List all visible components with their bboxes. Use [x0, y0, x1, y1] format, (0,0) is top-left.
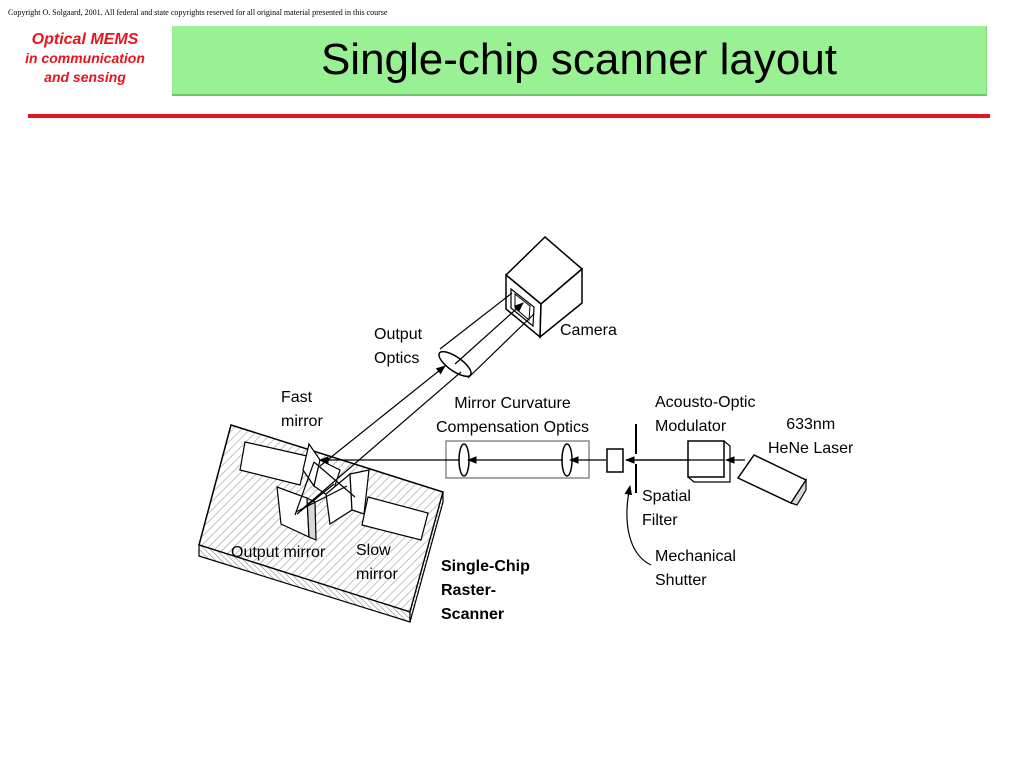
- label-acousto-optic: Acousto-Optic Modulator: [655, 394, 756, 435]
- course-title-line-3: and sensing: [44, 69, 126, 85]
- label-mechanical-shutter: Mechanical Shutter: [655, 548, 736, 589]
- label-fast-mirror: Fast mirror: [281, 389, 323, 430]
- label-laser: 633nm HeNe Laser: [768, 416, 854, 457]
- title-banner: Single-chip scanner layout: [172, 26, 987, 96]
- shutter-pointer-arrow: [624, 485, 652, 566]
- chip-cutout-left: [239, 441, 308, 486]
- chip-cutout-right: [361, 496, 429, 541]
- label-output-optics: Output Optics: [374, 326, 423, 367]
- label-output-mirror: Output mirror: [231, 544, 326, 561]
- label-mirror-curvature: Mirror Curvature Compensation Optics: [436, 395, 589, 436]
- label-single-chip-scanner: Single-Chip Raster- Scanner: [441, 558, 530, 623]
- hene-laser: [736, 454, 808, 506]
- copyright-notice: Copyright O. Solgaard, 2001. All federal…: [8, 8, 388, 17]
- course-title: Optical MEMS in communication and sensin…: [0, 30, 170, 87]
- camera-beams: [439, 292, 535, 379]
- course-title-line-2: in communication: [25, 50, 145, 66]
- slide-title: Single-chip scanner layout: [320, 35, 838, 84]
- course-title-line-1: Optical MEMS: [31, 31, 139, 48]
- scan-beams: [299, 365, 462, 512]
- spatial-filter: [606, 448, 624, 473]
- compensation-lens-1: [458, 443, 470, 477]
- label-slow-mirror: Slow mirror: [356, 542, 398, 583]
- chip-beam-paths: [294, 461, 356, 516]
- label-camera: Camera: [560, 322, 617, 339]
- acousto-optic-modulator: [687, 440, 731, 483]
- title-divider: [28, 114, 990, 118]
- label-spatial-filter: Spatial Filter: [642, 488, 691, 529]
